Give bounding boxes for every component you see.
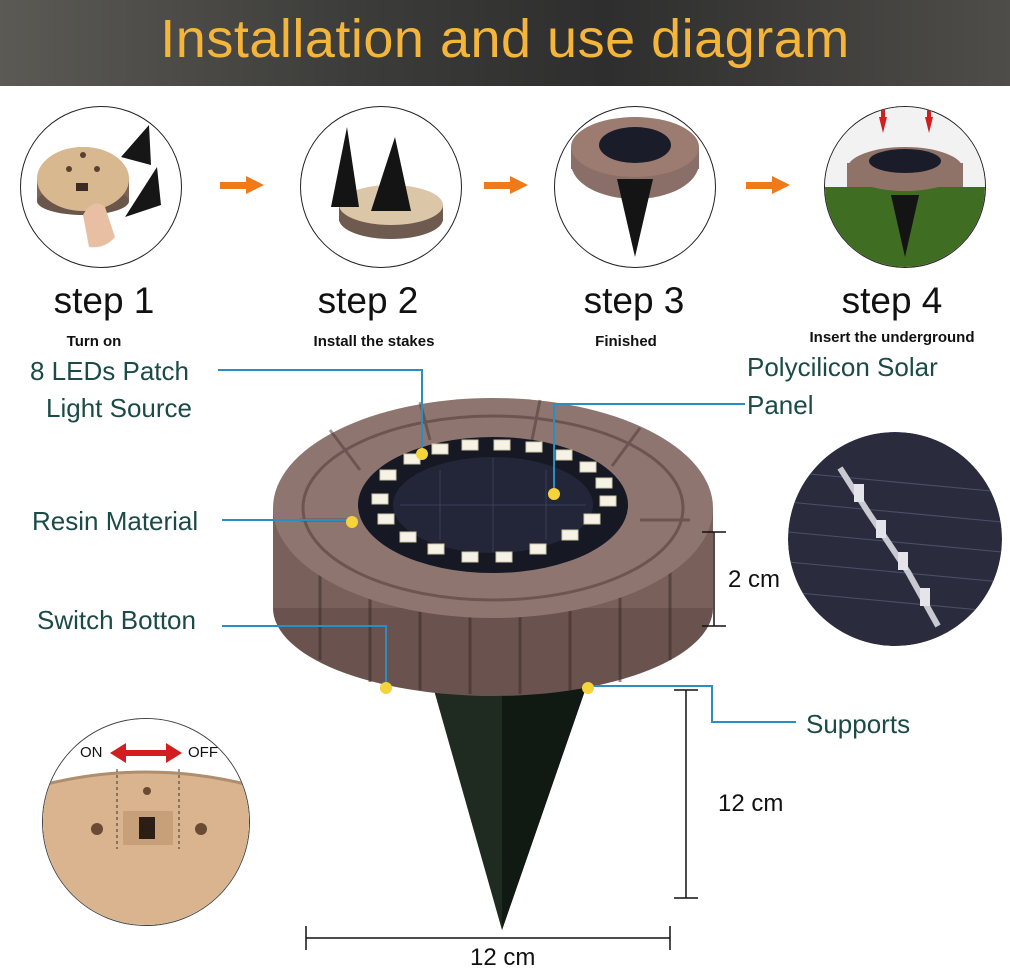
step-3-desc: Finished [595,333,657,350]
solar-callout-line1: Polycilicon Solar [747,352,938,382]
switch-detail-closeup [42,718,250,926]
supports-callout: Supports [806,709,911,739]
resin-callout: Resin Material [32,506,199,536]
stake-dimension: 12 cm [718,790,784,817]
orange-arrow-icon [746,176,790,194]
switch-on-label: ON [80,744,103,761]
callout-markers [346,448,594,694]
switch-off-label: OFF [188,744,218,761]
width-dimension: 12 cm [470,944,536,971]
solar-panel-closeup [788,432,1002,646]
step-4-title: step 4 [841,280,943,321]
step-4-desc: Insert the underground [809,329,975,346]
led-callout-line1: 8 LEDs Patch [30,356,189,386]
step-1-title: step 1 [53,280,155,321]
led-callout-line2: Light Source [46,393,192,423]
step-3-image [554,106,716,268]
title-banner: Installation and use diagram [0,0,1010,86]
height-dimension: 2 cm [728,566,781,593]
led-ring [371,439,617,563]
solar-callout-line2: Panel [747,390,814,420]
step-1-image [20,106,182,268]
step-2-image [300,106,462,268]
step-2-title: step 2 [317,280,419,321]
step-2-desc: Install the stakes [313,333,435,350]
step-1-desc: Turn on [66,333,122,350]
switch-callout: Switch Botton [37,605,196,635]
page-title: Installation and use diagram [160,9,850,69]
orange-arrow-icon [484,176,528,194]
orange-arrow-icon [220,176,264,194]
step-3-title: step 3 [583,280,685,321]
